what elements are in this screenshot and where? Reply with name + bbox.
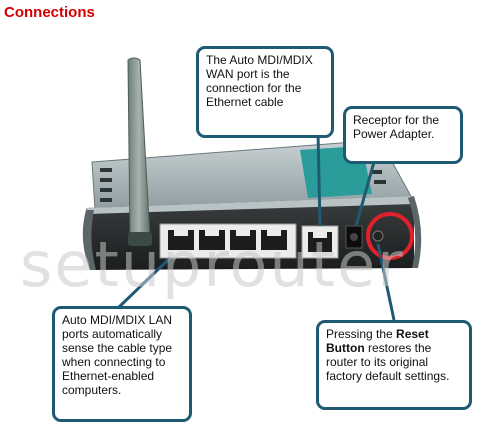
page-title: Connections [4,4,95,21]
power-receptor [345,225,363,249]
callout-power-receptor: Receptor for the Power Adapter. [343,106,463,164]
antenna [127,57,152,246]
connector-lan [116,256,172,310]
callout-reset-prefix: Pressing the [326,327,397,341]
callout-reset-bold: Reset Button [326,327,429,355]
callout-power-text: Receptor for the Power Adapter. [353,113,440,141]
connector-power [354,161,376,227]
wan-port [301,225,339,259]
reset-button [366,212,414,260]
callout-wan-text: The Auto MDI/MDIX WAN port is the connec… [206,53,313,109]
connector-reset [376,243,396,321]
callout-lan-ports: Auto MDI/MDIX LAN ports automatically se… [52,306,192,422]
callout-wan-port: The Auto MDI/MDIX WAN port is the connec… [196,46,334,138]
callout-connectors [116,131,396,321]
callout-reset-button: Pressing the Reset Button restores the r… [316,320,472,410]
callout-reset-suffix: restores the router to its original fact… [326,341,450,383]
callout-lan-text: Auto MDI/MDIX LAN ports automatically se… [62,313,173,397]
connector-wan [316,131,322,227]
lan-ports [159,223,297,259]
